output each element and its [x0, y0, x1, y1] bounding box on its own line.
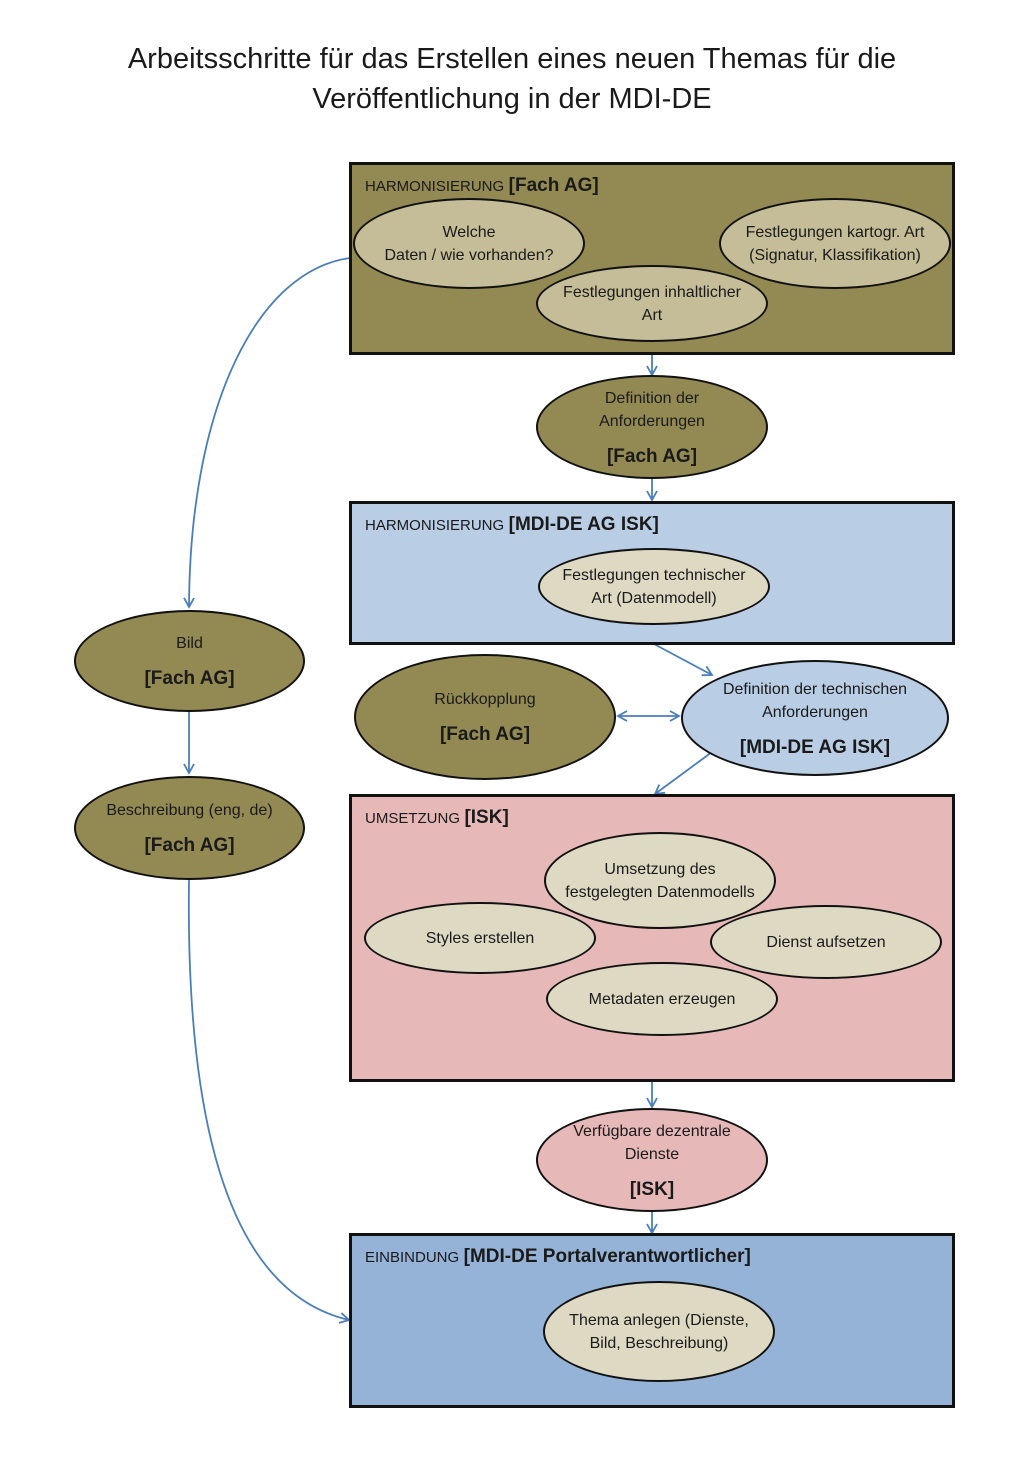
node-group: [Fach AG] [439, 724, 531, 745]
harmonisierung-fach-ag-heading: HARMONISIERUNG [Fach AG] [365, 175, 599, 197]
beschreibung-node: Beschreibung (eng, de) [Fach AG] [74, 776, 305, 880]
node-line: Festlegungen inhaltlicher [563, 283, 741, 301]
box-heading-group: [MDI-DE Portalverantwortlicher] [463, 1246, 751, 1267]
rueckkopplung-node: Rückkopplung [Fach AG] [354, 654, 616, 780]
harmonisierung-isk-heading: HARMONISIERUNG [MDI-DE AG ISK] [365, 514, 659, 536]
verfuegbare-dienste-node: Verfügbare dezentrale Dienste [ISK] [536, 1108, 768, 1212]
definition-technische-anforderungen-node: Definition der technischen Anforderungen… [681, 660, 949, 776]
node-line: Dienste [624, 1145, 680, 1163]
node-line: Anforderungen [762, 703, 868, 721]
bild-node: Bild [Fach AG] [74, 610, 305, 712]
node-line: Rückkopplung [434, 691, 536, 708]
node-line: Umsetzung des [604, 860, 716, 878]
dienst-aufsetzen-node: Dienst aufsetzen [710, 905, 942, 979]
node-group: [Fach AG] [606, 445, 698, 467]
node-line: Metadaten erzeugen [588, 990, 736, 1008]
node-line: Bild [176, 635, 203, 652]
node-line: Beschreibung (eng, de) [106, 802, 273, 819]
box-heading-prefix: HARMONISIERUNG [365, 178, 505, 195]
node-line: Anforderungen [599, 412, 705, 430]
umsetzung-heading: UMSETZUNG [ISK] [365, 807, 509, 829]
node-line: Bild, Beschreibung) [589, 1334, 729, 1352]
node-line: Definition der [604, 389, 700, 407]
node-group: [ISK] [629, 1178, 675, 1200]
umsetzung-datenmodell-node: Umsetzung des festgelegten Datenmodells [544, 832, 776, 929]
node-group: [MDI-DE AG ISK] [739, 736, 891, 758]
styles-erstellen-node: Styles erstellen [364, 902, 596, 974]
page-title-line-2: Veröffentlichung in der MDI-DE [312, 83, 712, 115]
node-line: festgelegten Datenmodells [565, 883, 755, 901]
box-heading-prefix: HARMONISIERUNG [365, 517, 505, 534]
arrow-technische-to-umsetzung [653, 751, 713, 796]
node-line: Verfügbare dezentrale [573, 1122, 731, 1140]
node-line: Art [641, 306, 663, 324]
node-line: Styles erstellen [425, 929, 535, 947]
node-line: Definition der technischen [722, 680, 908, 698]
box-heading-group: [ISK] [464, 807, 509, 828]
box-heading-group: [Fach AG] [508, 175, 599, 196]
node-line: Thema anlegen (Dienste, [569, 1311, 749, 1329]
node-group: [Fach AG] [144, 835, 235, 856]
metadaten-erzeugen-node: Metadaten erzeugen [546, 962, 778, 1036]
festlegungen-kartographisch-node: Festlegungen kartogr. Art (Signatur, Kla… [719, 198, 951, 289]
box-heading-prefix: UMSETZUNG [365, 810, 460, 827]
definition-anforderungen-node: Definition der Anforderungen [Fach AG] [536, 375, 768, 479]
box-heading-prefix: EINBINDUNG [365, 1249, 460, 1266]
festlegungen-technisch-node: Festlegungen technischer Art (Datenmodel… [538, 548, 770, 625]
box-heading-group: [MDI-DE AG ISK] [508, 514, 659, 535]
welche-daten-node: Welche Daten / wie vorhanden? [353, 198, 585, 289]
node-line: Welche [442, 223, 496, 241]
einbindung-heading: EINBINDUNG [MDI-DE Portalverantwortliche… [365, 1246, 751, 1268]
node-line: Art (Datenmodell) [591, 589, 717, 607]
festlegungen-inhaltlich-node: Festlegungen inhaltlicher Art [536, 265, 768, 342]
arrow-harmonisierung-isk-to-technische [653, 643, 714, 677]
node-line: Daten / wie vorhanden? [384, 246, 554, 264]
node-line: Festlegungen kartogr. Art [745, 223, 925, 241]
node-group: [Fach AG] [144, 668, 235, 689]
arrow-harmonisierung-to-bild [183, 257, 351, 609]
arrow-beschreibung-to-einbindung [187, 879, 351, 1324]
node-line: Dienst aufsetzen [766, 933, 886, 951]
thema-anlegen-node: Thema anlegen (Dienste, Bild, Beschreibu… [543, 1281, 775, 1382]
node-line: (Signatur, Klassifikation) [749, 246, 921, 264]
page-title-line-1: Arbeitsschritte für das Erstellen eines … [127, 43, 897, 75]
node-line: Festlegungen technischer [562, 566, 746, 584]
